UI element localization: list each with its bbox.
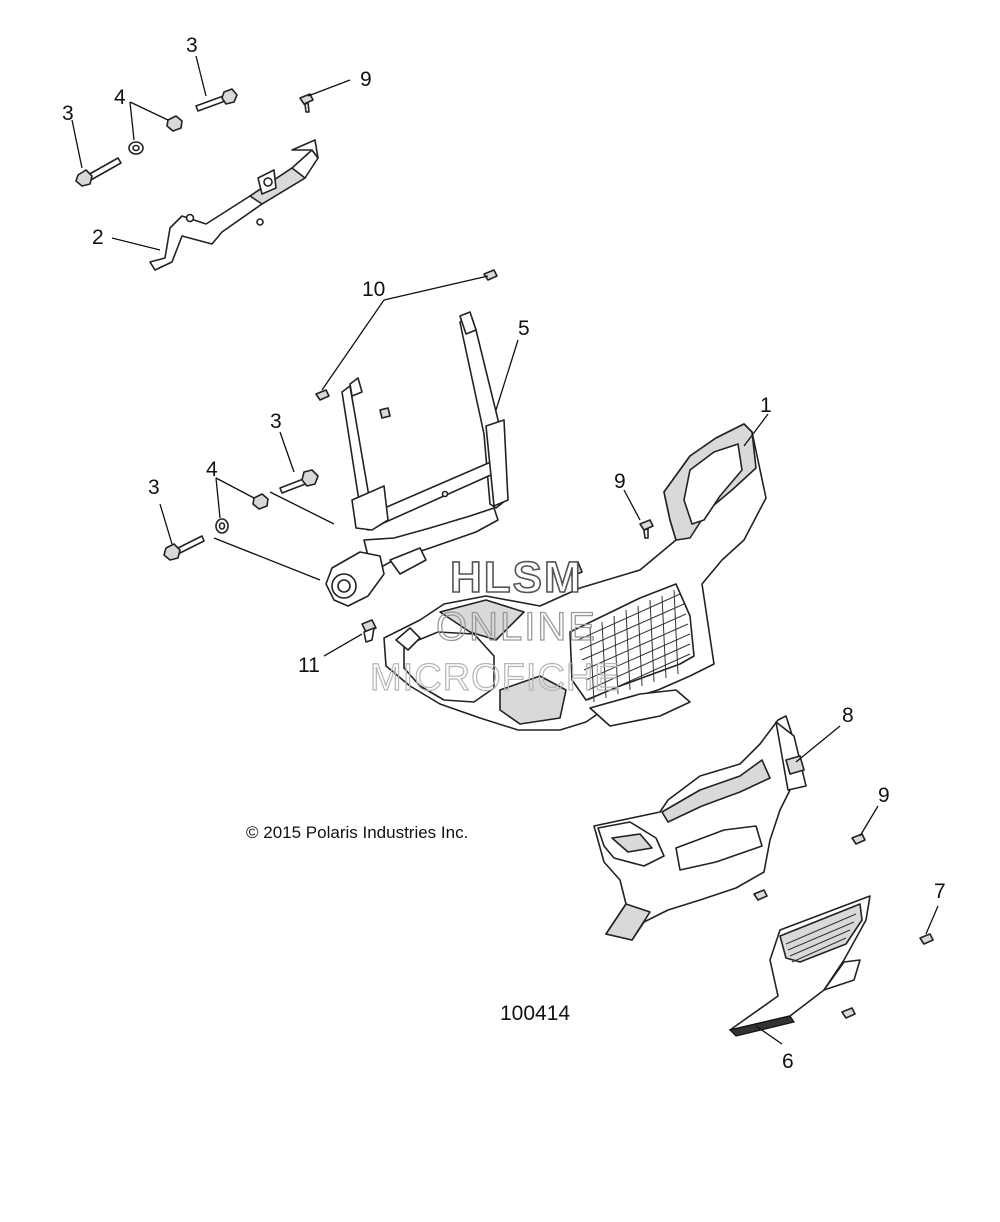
callout-7: 7 bbox=[934, 880, 946, 903]
skid-plate bbox=[728, 895, 871, 1037]
callout-1: 1 bbox=[760, 394, 772, 417]
nut-upper bbox=[166, 115, 183, 132]
callout-labels: 3 9 4 3 2 10 5 1 3 4 9 3 11 8 9 7 6 bbox=[62, 34, 946, 1073]
callout-9: 9 bbox=[614, 470, 626, 493]
callout-10: 10 bbox=[362, 278, 385, 301]
watermark-line-3: MICROFICHE bbox=[370, 657, 621, 699]
front-fascia bbox=[383, 423, 767, 731]
screw-frame-right bbox=[483, 269, 498, 281]
callout-11: 11 bbox=[298, 654, 320, 677]
washer-upper bbox=[128, 141, 144, 155]
push-rivet bbox=[361, 619, 377, 643]
screw-fascia bbox=[639, 519, 654, 539]
leader-lines bbox=[71, 55, 939, 1045]
callout-9: 9 bbox=[360, 68, 372, 91]
watermark-line-1: HLSM bbox=[450, 553, 583, 602]
callout-3: 3 bbox=[148, 476, 160, 499]
watermark-line-2: ONLINE bbox=[436, 605, 597, 649]
front-frame-bumper bbox=[325, 311, 509, 607]
callout-3: 3 bbox=[186, 34, 198, 57]
bolt-middle-lower bbox=[163, 535, 205, 561]
bolt-upper-left bbox=[75, 157, 122, 187]
screw-frame-left bbox=[315, 389, 330, 401]
bolt-middle-upper bbox=[279, 469, 319, 494]
callout-6: 6 bbox=[782, 1050, 794, 1073]
callout-9: 9 bbox=[878, 784, 890, 807]
callout-8: 8 bbox=[842, 704, 854, 727]
screw-skid-plate bbox=[841, 1007, 856, 1019]
nut-middle bbox=[252, 493, 269, 510]
callout-3: 3 bbox=[270, 410, 282, 433]
lower-bumper bbox=[593, 715, 807, 941]
callout-5: 5 bbox=[518, 317, 530, 340]
callout-2: 2 bbox=[92, 226, 104, 249]
copyright-notice: © 2015 Polaris Industries Inc. bbox=[246, 823, 468, 842]
screw-lower-right bbox=[851, 833, 866, 845]
bolt-upper-right bbox=[195, 88, 238, 112]
callout-3: 3 bbox=[62, 102, 74, 125]
screw-7 bbox=[919, 933, 934, 945]
mounting-bracket-upper bbox=[149, 139, 319, 271]
figure-number: 100414 bbox=[500, 1002, 570, 1025]
callout-4: 4 bbox=[114, 86, 126, 109]
screw-bumper bbox=[753, 889, 768, 901]
screw-upper bbox=[299, 93, 314, 113]
watermark: HLSM ONLINE MICROFICHE bbox=[369, 552, 621, 699]
callout-4: 4 bbox=[206, 458, 218, 481]
washer-middle bbox=[215, 518, 229, 534]
